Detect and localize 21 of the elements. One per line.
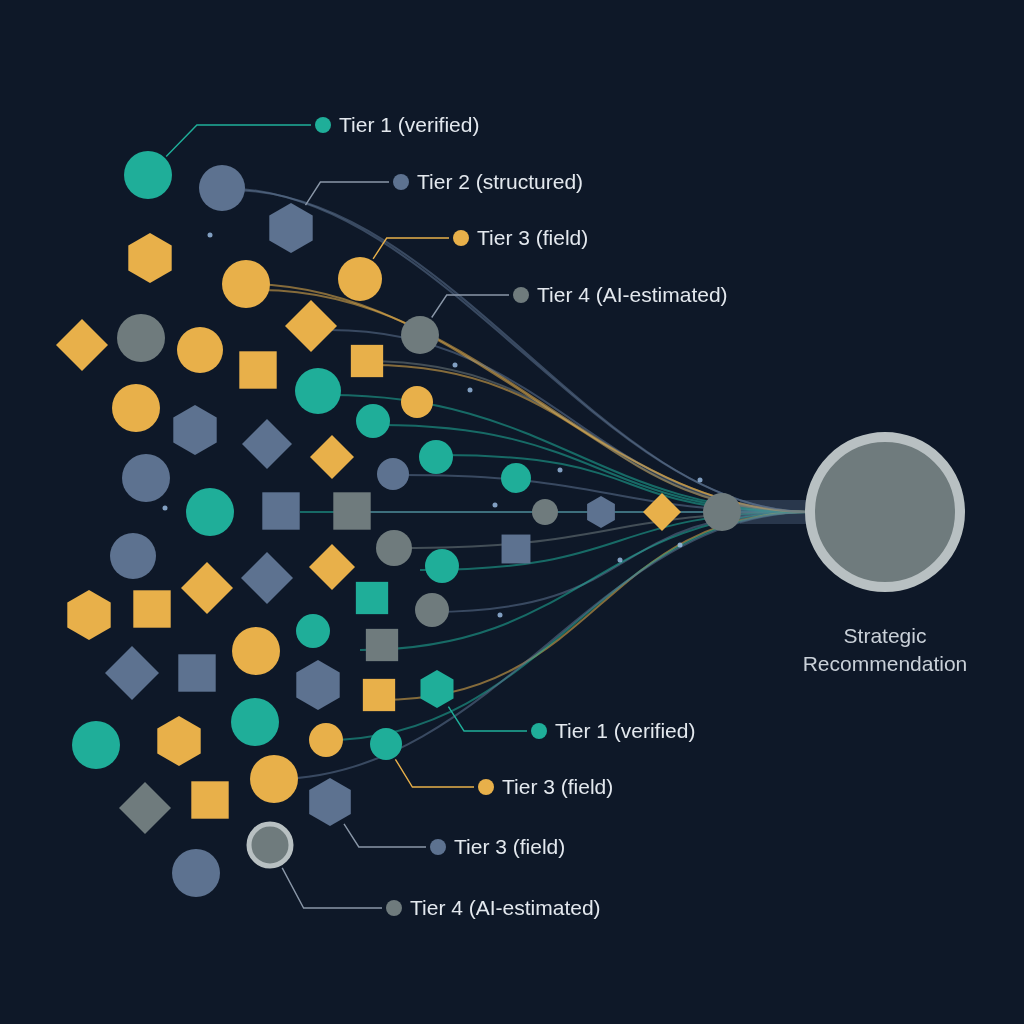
circle-shape — [335, 254, 385, 304]
tier-label: Tier 3 (field) — [430, 834, 566, 860]
circle-shape — [367, 725, 405, 763]
leader-line — [281, 867, 383, 909]
tier-label: Tier 3 (field) — [453, 225, 589, 251]
tier-label: Tier 4 (AI-estimated) — [513, 282, 728, 308]
circle-shape — [398, 313, 442, 357]
tier-label: Tier 2 (structured) — [393, 169, 584, 195]
leader-line — [165, 124, 312, 158]
circle-shape — [121, 148, 175, 202]
leader-line — [394, 758, 475, 788]
tier-label: Tier 4 (AI-estimated) — [386, 895, 601, 921]
tier-label: Tier 3 (field) — [478, 774, 614, 800]
leader-line — [343, 823, 427, 848]
node-label: Strategic Recommendation — [801, 623, 969, 677]
leader-line — [304, 181, 390, 206]
leader-line — [447, 706, 528, 732]
leader-line — [431, 294, 510, 319]
leader-line — [372, 237, 450, 260]
tier-label: Tier 1 (verified) — [531, 718, 696, 744]
tier-label: Tier 1 (verified) — [315, 112, 480, 138]
